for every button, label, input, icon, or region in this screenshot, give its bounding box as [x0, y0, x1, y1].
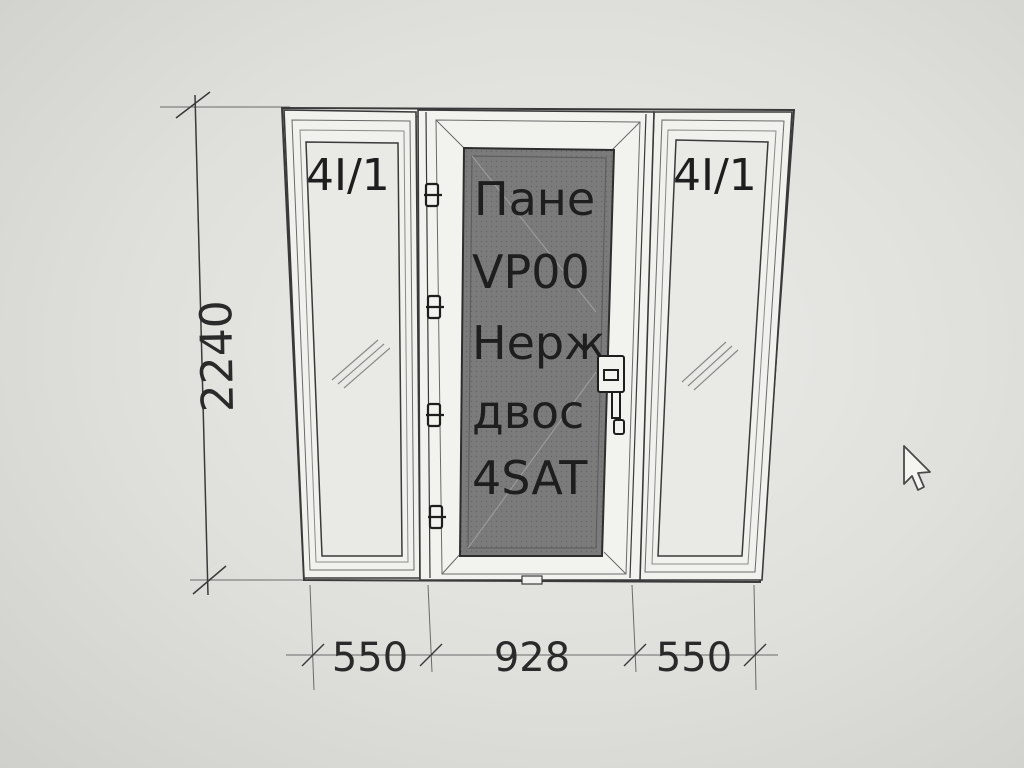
arrow-cursor-icon: [903, 445, 931, 491]
door-handle-icon: [597, 355, 625, 435]
hinge-icon: [426, 294, 444, 320]
width-tick-1: [301, 643, 325, 667]
width-tick-2: [419, 643, 443, 667]
left-sash: 4I/1: [283, 109, 421, 579]
width-ext-line-4: [753, 584, 757, 691]
width-label-center: 928: [494, 635, 570, 681]
door-panel-line-2: VP00: [472, 245, 590, 299]
left-sash-label: 4I/1: [306, 150, 390, 201]
width-tick-3: [623, 643, 647, 667]
door-panel-line-1: Пане: [474, 172, 595, 226]
door-opening-line-bottom: [467, 371, 597, 549]
width-label-right: 550: [656, 635, 732, 681]
hinge-icon: [424, 182, 442, 208]
left-glass-hatch-icon: [331, 339, 391, 389]
door-panel-line-4: двос: [472, 385, 584, 439]
height-dimension-label: 2240: [191, 300, 244, 413]
width-label-left: 550: [332, 635, 408, 681]
left-glass: [305, 141, 403, 557]
height-tick-bottom: [192, 565, 227, 595]
right-sash: 4I/1: [637, 111, 793, 581]
width-tick-4: [743, 643, 767, 667]
height-dimension: 2240: [160, 91, 305, 596]
door-mullion-right: [629, 113, 647, 579]
right-glass-hatch-icon: [681, 341, 739, 391]
width-ext-line-2: [427, 584, 433, 673]
hinge-icon: [428, 504, 446, 530]
threshold-mark: [521, 575, 543, 585]
door-panel: [458, 146, 616, 557]
height-dim-line: [194, 94, 209, 596]
right-glass: [657, 139, 769, 557]
door-panel-line-5: 4SAT: [472, 451, 588, 505]
hinges: [424, 182, 446, 530]
width-ext-line-3: [631, 584, 637, 673]
right-sash-label: 4I/1: [673, 150, 757, 201]
width-ext-line-1: [309, 584, 315, 691]
hinge-icon: [426, 402, 444, 428]
height-tick-top: [175, 91, 211, 119]
width-dimensions: 550 928 550: [286, 584, 778, 691]
door-opening-line-top: [471, 155, 597, 313]
door-panel-line-3: Нерж: [472, 316, 606, 370]
center-door: Пане VP00 Нерж двос 4SAT: [417, 109, 655, 585]
